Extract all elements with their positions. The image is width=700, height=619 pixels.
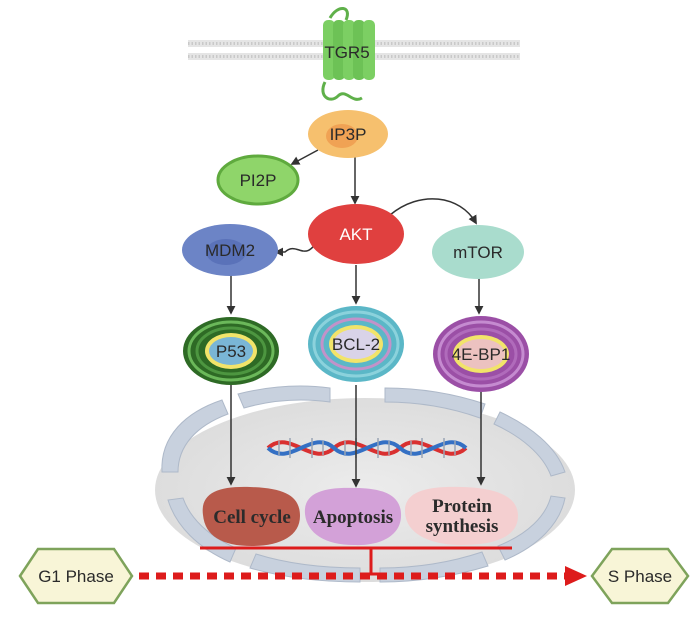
mdm2-node: MDM2	[182, 224, 278, 276]
apoptosis-label: Apoptosis	[313, 507, 393, 528]
mdm2-label: MDM2	[205, 241, 255, 260]
apoptosis-outcome: Apoptosis	[304, 487, 402, 546]
protein-synthesis-label-line2: synthesis	[426, 516, 499, 537]
cell-cycle-outcome: Cell cycle	[202, 486, 300, 546]
nucleus	[155, 385, 575, 583]
p53-node: P53	[183, 317, 279, 385]
s-phase-label: S Phase	[608, 567, 672, 586]
cell-cycle-label: Cell cycle	[213, 507, 291, 528]
pathway-arrows	[226, 149, 486, 488]
4e-bp1-label: 4E-BP1	[452, 345, 511, 364]
ip3p-node: IP3P	[308, 110, 388, 158]
ip3p-label: IP3P	[330, 125, 367, 144]
mtor-label: mTOR	[453, 243, 503, 262]
bcl2-node: BCL-2	[308, 306, 404, 382]
akt-node: AKT	[308, 204, 404, 264]
4e-bp1-node: 4E-BP1	[433, 316, 529, 392]
tgr5-label: TGR5	[324, 43, 369, 62]
protein-synthesis-label-line1: Protein	[432, 496, 492, 517]
mtor-node: mTOR	[432, 225, 524, 279]
pi2p-label: PI2P	[240, 171, 277, 190]
phase-transition-arrow	[139, 566, 587, 586]
protein-synthesis-outcome: Protein synthesis	[404, 486, 518, 545]
p53-label: P53	[216, 342, 246, 361]
s-phase-box: S Phase	[590, 547, 690, 605]
tgr5-receptor: TGR5	[321, 7, 375, 101]
bcl2-label: BCL-2	[332, 335, 380, 354]
dna-helix	[266, 438, 468, 458]
akt-label: AKT	[339, 225, 372, 244]
g1-phase-box: G1 Phase	[18, 547, 134, 605]
pi2p-node: PI2P	[216, 154, 300, 206]
g1-phase-label: G1 Phase	[38, 567, 114, 586]
